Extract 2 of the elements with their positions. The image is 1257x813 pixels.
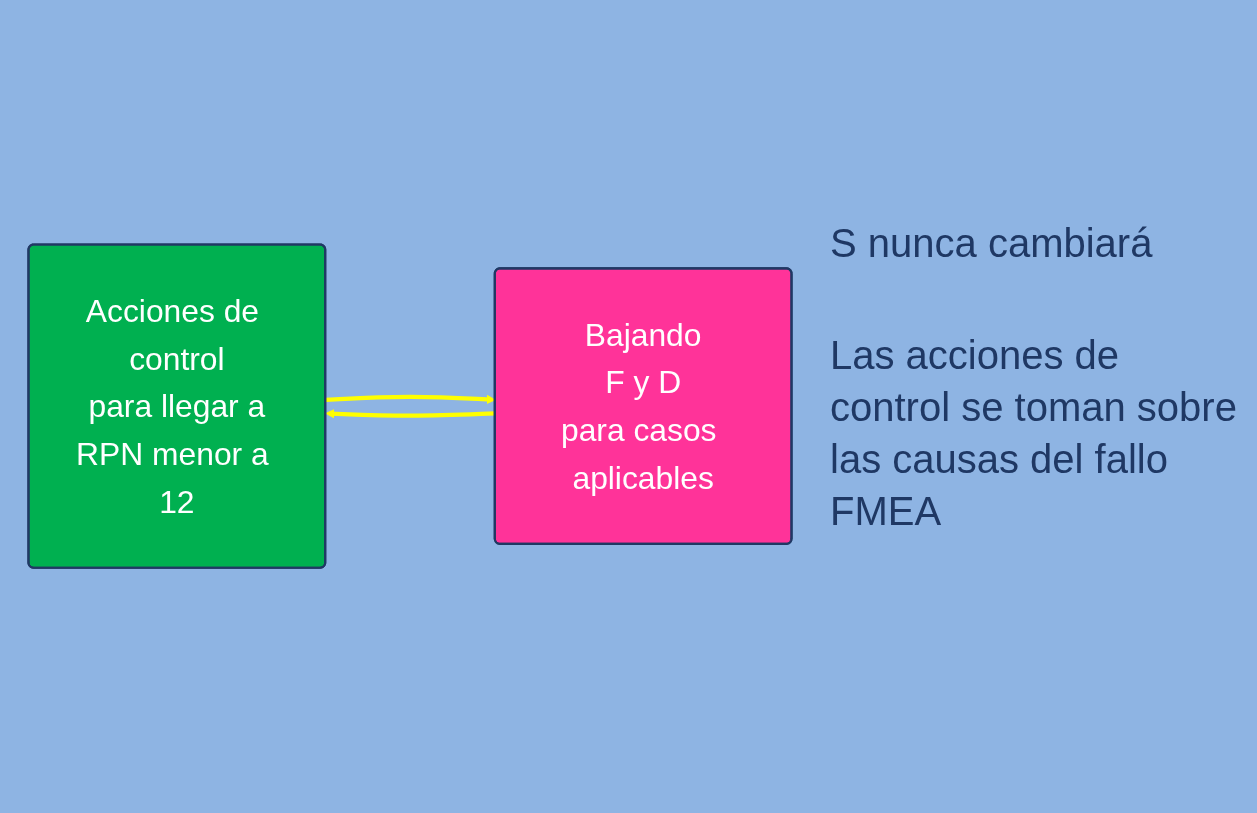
note-text: Las acciones de control se toman sobre las causas del fallo FMEA <box>830 331 1237 535</box>
note-text: S nunca cambiará <box>830 219 1154 267</box>
